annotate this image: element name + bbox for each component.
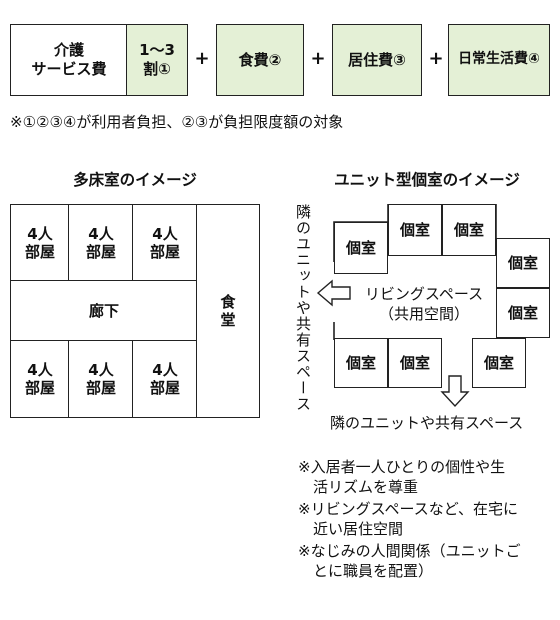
plus-sign: + bbox=[310, 48, 326, 69]
plus-sign: + bbox=[428, 48, 444, 69]
note-relationships: ※なじみの人間関係（ユニットご とに職員を配置） bbox=[298, 542, 521, 580]
four-person-room: 4人 部屋 bbox=[132, 204, 198, 282]
four-person-room: 4人 部屋 bbox=[132, 340, 198, 418]
unit-private-room-title: ユニット型個室のイメージ bbox=[334, 171, 520, 189]
multi-bed-room-title: 多床室のイメージ bbox=[73, 171, 197, 189]
neighbor-label-bottom: 隣のユニットや共有スペース bbox=[330, 414, 524, 432]
private-room: 個室 bbox=[472, 338, 526, 388]
private-room: 個室 bbox=[496, 238, 550, 288]
copay-ratio-box: 1〜3 割① bbox=[126, 24, 188, 96]
private-room: 個室 bbox=[334, 338, 388, 388]
kaigo-service-cost-box: 介護 サービス費 bbox=[10, 24, 128, 96]
corridor: 廊下 bbox=[10, 280, 198, 342]
living-space-label: リビングスペース （共用空間） bbox=[364, 285, 484, 324]
cost-note: ※①②③④が利用者負担、②③が負担限度額の対象 bbox=[10, 113, 344, 131]
down-arrow bbox=[440, 375, 470, 408]
private-room: 個室 bbox=[442, 204, 496, 256]
daily-living-cost-box: 日常生活費④ bbox=[448, 24, 550, 96]
private-room: 個室 bbox=[496, 288, 550, 338]
private-room: 個室 bbox=[334, 222, 388, 274]
neighbor-label-vertical: 隣のユニットや共有スペース bbox=[294, 204, 312, 412]
four-person-room: 4人 部屋 bbox=[10, 204, 70, 282]
private-room: 個室 bbox=[388, 338, 442, 388]
left-arrow bbox=[316, 279, 351, 307]
note-living-space: ※リビングスペースなど、在宅に 近い居住空間 bbox=[298, 500, 519, 538]
four-person-room: 4人 部屋 bbox=[68, 340, 134, 418]
four-person-room: 4人 部屋 bbox=[68, 204, 134, 282]
housing-cost-box: 居住費③ bbox=[332, 24, 422, 96]
note-individuality: ※入居者一人ひとりの個性や生 活リズムを尊重 bbox=[298, 458, 506, 496]
four-person-room: 4人 部屋 bbox=[10, 340, 70, 418]
dining-room: 食 堂 bbox=[196, 204, 260, 418]
plus-sign: + bbox=[194, 48, 210, 69]
food-cost-box: 食費② bbox=[216, 24, 304, 96]
private-room: 個室 bbox=[388, 204, 442, 256]
